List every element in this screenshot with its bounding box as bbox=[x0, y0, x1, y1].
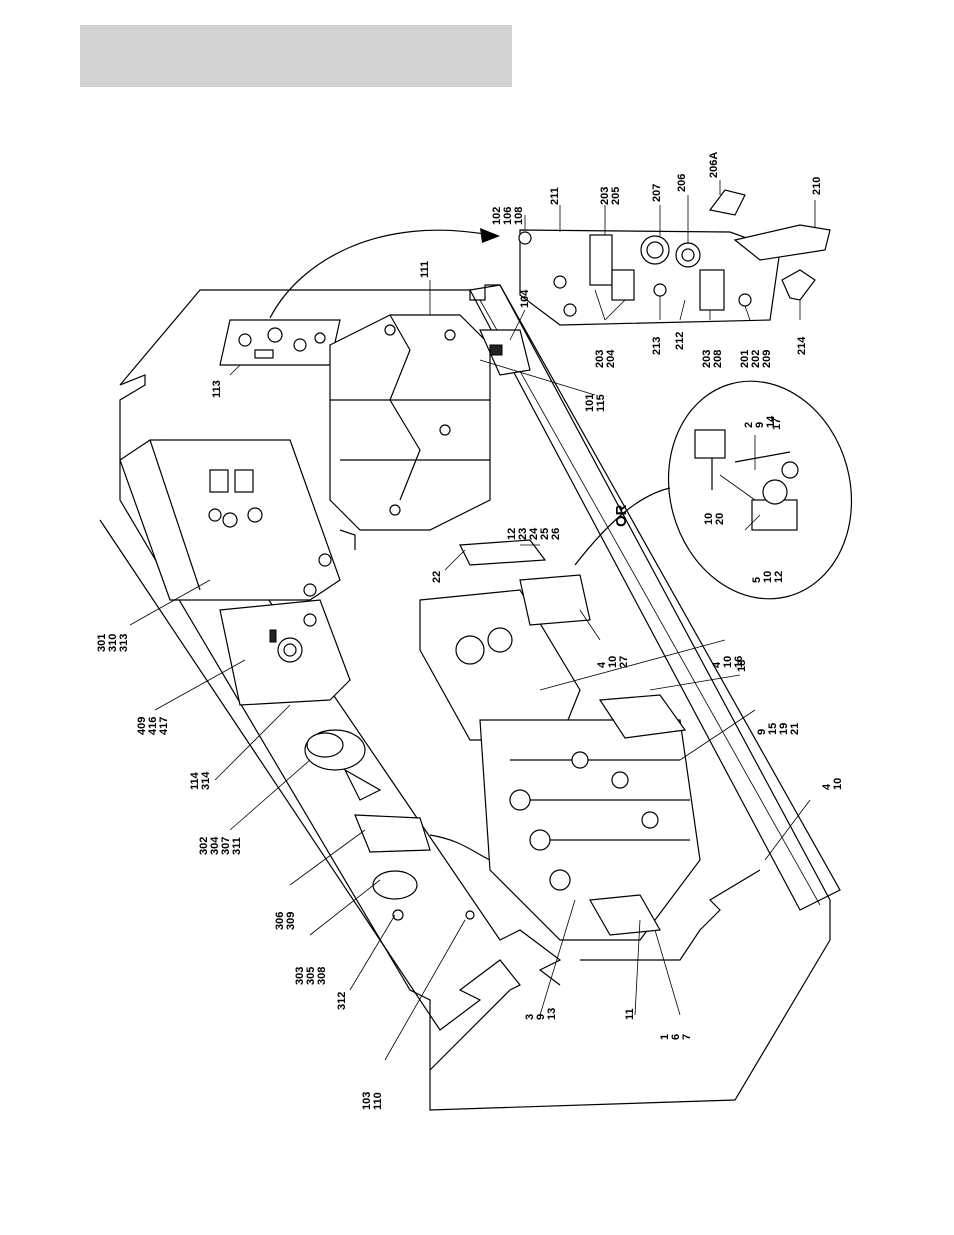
callout-text: 313 bbox=[118, 634, 130, 652]
callout-text: 26 bbox=[550, 528, 562, 540]
callout-text: 211 bbox=[549, 187, 561, 205]
electrical-box-301 bbox=[120, 440, 355, 600]
callout-text: 17 bbox=[771, 418, 783, 430]
callout-c14: 201202209 bbox=[739, 350, 773, 368]
callout-text: 417 bbox=[158, 717, 170, 735]
battery-pack-111 bbox=[330, 315, 490, 530]
sub-panel-409 bbox=[220, 600, 350, 705]
callout-c19: 17 bbox=[771, 418, 783, 430]
callout-text: 13 bbox=[546, 1008, 558, 1020]
callout-text: 10 bbox=[832, 778, 844, 790]
callout-text: 212 bbox=[674, 332, 686, 350]
callout-c23: 22 bbox=[431, 571, 443, 583]
callout-text: 204 bbox=[605, 349, 617, 368]
callout-c02: 211 bbox=[549, 187, 561, 205]
callout-text: 207 bbox=[651, 184, 663, 202]
callout-c05: 206 bbox=[676, 174, 688, 192]
callout-text: 104 bbox=[519, 289, 531, 308]
callout-text: 22 bbox=[431, 571, 443, 583]
callout-text: 308 bbox=[316, 967, 328, 985]
callout-c04: 207 bbox=[651, 184, 663, 202]
callout-c08: 111 bbox=[419, 261, 431, 278]
callout-text: 20 bbox=[714, 513, 726, 525]
callout-text: 213 bbox=[651, 337, 663, 355]
callout-c12: 212 bbox=[674, 332, 686, 350]
callout-text: 111 bbox=[419, 261, 431, 278]
callout-text: 312 bbox=[336, 992, 348, 1010]
connector-306 bbox=[355, 815, 490, 860]
callout-text: 12 bbox=[773, 571, 785, 583]
alternate-detail-ellipse bbox=[575, 360, 875, 619]
callout-c35: 312 bbox=[336, 992, 348, 1010]
callout-text: 110 bbox=[372, 1092, 384, 1110]
callout-text: 206 bbox=[676, 174, 688, 192]
callout-text: 309 bbox=[285, 912, 297, 930]
callout-text: 206A bbox=[708, 152, 720, 178]
callout-text: 208 bbox=[712, 350, 724, 368]
callout-text: 27 bbox=[618, 656, 630, 668]
callout-c09: 104 bbox=[519, 289, 531, 308]
callout-text: 210 bbox=[811, 177, 823, 195]
or-label: OR bbox=[613, 504, 630, 527]
callout-text: 314 bbox=[200, 771, 212, 790]
callout-text: 18 bbox=[736, 660, 748, 672]
callout-text: 21 bbox=[789, 723, 801, 735]
callout-text: 11 bbox=[624, 1008, 636, 1020]
callout-text: 108 bbox=[513, 207, 525, 225]
callout-text: 113 bbox=[211, 380, 223, 398]
callout-text: 115 bbox=[595, 394, 607, 412]
callout-c03: 203205 bbox=[599, 187, 622, 205]
callout-c28: 18 bbox=[736, 660, 748, 672]
callout-c16: 113 bbox=[211, 380, 223, 398]
callout-text: 205 bbox=[610, 187, 622, 205]
switch-303 bbox=[373, 871, 474, 920]
callout-c22: 1223242526 bbox=[506, 527, 562, 540]
callout-text: 209 bbox=[761, 350, 773, 368]
callout-text: 311 bbox=[231, 837, 243, 855]
callout-text: 214 bbox=[796, 336, 808, 355]
callout-c11: 213 bbox=[651, 337, 663, 355]
callout-c07: 210 bbox=[811, 177, 823, 195]
callout-c06: 206A bbox=[708, 152, 720, 178]
callout-text: 7 bbox=[681, 1034, 693, 1040]
valve-block-assembly bbox=[420, 540, 700, 940]
callout-c15: 214 bbox=[796, 336, 808, 355]
pendant-plate-211 bbox=[519, 190, 830, 325]
callout-c01: 102106108 bbox=[491, 207, 525, 225]
callout-c37: 11 bbox=[624, 1008, 636, 1020]
horn-302 bbox=[305, 730, 380, 800]
